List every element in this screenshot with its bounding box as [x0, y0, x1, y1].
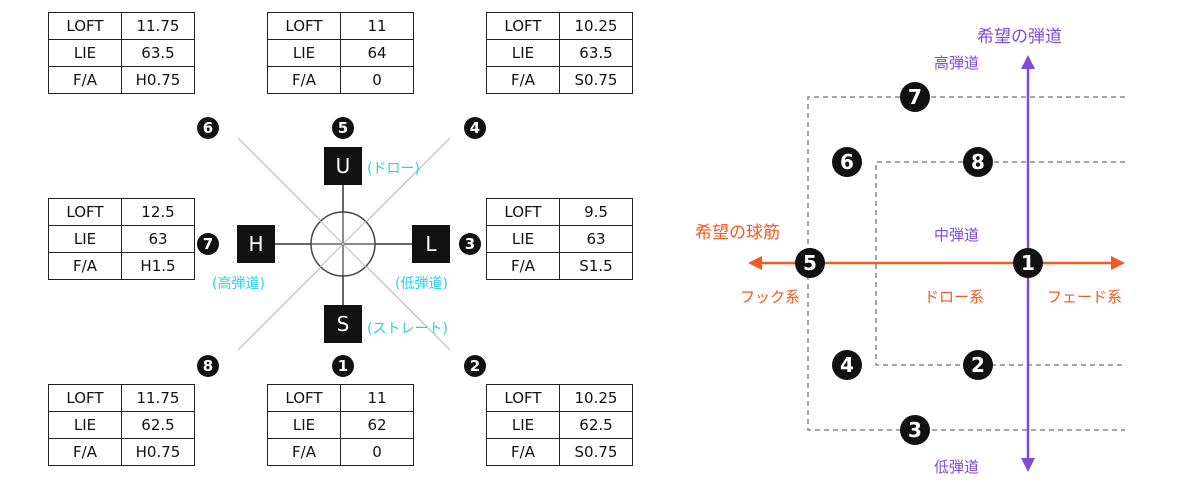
- hook-label: フック系: [740, 288, 801, 306]
- draw-label: ドロー系: [924, 288, 985, 306]
- loft-value: 11: [340, 384, 414, 412]
- position-2-badge: 2: [464, 355, 486, 377]
- lie-value: 62: [340, 411, 414, 439]
- lie-label: LIE: [267, 39, 341, 67]
- position-3-badge: 3: [459, 233, 481, 255]
- loft-label: LOFT: [48, 12, 122, 40]
- dial-h-box: H: [237, 225, 275, 263]
- position-8-badge: 8: [197, 355, 219, 377]
- loft-value: 10.25: [559, 12, 633, 40]
- fa-value: S0.75: [559, 66, 633, 94]
- position-6-badge: 6: [197, 117, 219, 139]
- fa-label: F/A: [486, 438, 560, 466]
- position-7-marker: 7: [900, 82, 930, 112]
- lie-label: LIE: [486, 411, 560, 439]
- lie-value: 63.5: [121, 39, 195, 67]
- position-2-marker: 2: [963, 350, 993, 380]
- position-4-badge: 4: [464, 117, 486, 139]
- position-7-badge: 7: [197, 233, 219, 255]
- straight-caption: (ストレート): [367, 321, 448, 337]
- loft-label: LOFT: [267, 384, 341, 412]
- lie-value: 64: [340, 39, 414, 67]
- fa-value: S1.5: [559, 252, 633, 280]
- loft-value: 11: [340, 12, 414, 40]
- loft-label: LOFT: [48, 384, 122, 412]
- fa-label: F/A: [267, 66, 341, 94]
- lie-value: 63: [121, 225, 195, 253]
- loft-value: 11.75: [121, 384, 195, 412]
- fa-value: S0.75: [559, 438, 633, 466]
- dial-s-box: S: [324, 305, 362, 343]
- lie-label: LIE: [267, 411, 341, 439]
- loft-value: 9.5: [559, 198, 633, 226]
- fa-label: F/A: [267, 438, 341, 466]
- lie-value: 63.5: [559, 39, 633, 67]
- fa-label: F/A: [48, 66, 122, 94]
- fa-label: F/A: [48, 252, 122, 280]
- lie-label: LIE: [486, 39, 560, 67]
- high-trajectory-label: 高弾道: [934, 54, 980, 72]
- low-trajectory-caption: (低弾道): [395, 276, 448, 292]
- loft-label: LOFT: [486, 12, 560, 40]
- loft-label: LOFT: [267, 12, 341, 40]
- lie-value: 63: [559, 225, 633, 253]
- loft-label: LOFT: [486, 384, 560, 412]
- fa-label: F/A: [486, 66, 560, 94]
- lie-label: LIE: [48, 225, 122, 253]
- lie-value: 62.5: [121, 411, 195, 439]
- position-1-badge: 1: [332, 355, 354, 377]
- fa-value: H0.75: [121, 66, 195, 94]
- position-5-badge: 5: [332, 117, 354, 139]
- fa-label: F/A: [486, 252, 560, 280]
- position-5-marker: 5: [795, 248, 825, 278]
- fa-value: H0.75: [121, 438, 195, 466]
- loft-value: 11.75: [121, 12, 195, 40]
- fade-label: フェード系: [1047, 288, 1123, 306]
- lie-label: LIE: [486, 225, 560, 253]
- lie-label: LIE: [48, 39, 122, 67]
- dial-u-box: U: [324, 147, 362, 185]
- fa-value: 0: [340, 438, 414, 466]
- fa-label: F/A: [48, 438, 122, 466]
- high-trajectory-caption: (高弾道): [212, 276, 265, 292]
- loft-label: LOFT: [486, 198, 560, 226]
- curve-title: 希望の球筋: [695, 223, 780, 243]
- lie-value: 62.5: [559, 411, 633, 439]
- dial-l-box: L: [412, 225, 450, 263]
- position-4-marker: 4: [832, 350, 862, 380]
- fa-value: H1.5: [121, 252, 195, 280]
- loft-value: 12.5: [121, 198, 195, 226]
- loft-label: LOFT: [48, 198, 122, 226]
- mid-trajectory-label: 中弾道: [934, 226, 980, 244]
- position-8-marker: 8: [963, 147, 993, 177]
- trajectory-title: 希望の弾道: [977, 27, 1062, 47]
- fa-value: 0: [340, 66, 414, 94]
- loft-value: 10.25: [559, 384, 633, 412]
- position-6-marker: 6: [832, 147, 862, 177]
- position-3-marker: 3: [900, 415, 930, 445]
- position-1-marker: 1: [1013, 248, 1043, 278]
- low-trajectory-label: 低弾道: [934, 458, 980, 476]
- lie-label: LIE: [48, 411, 122, 439]
- draw-caption: (ドロー): [367, 161, 420, 177]
